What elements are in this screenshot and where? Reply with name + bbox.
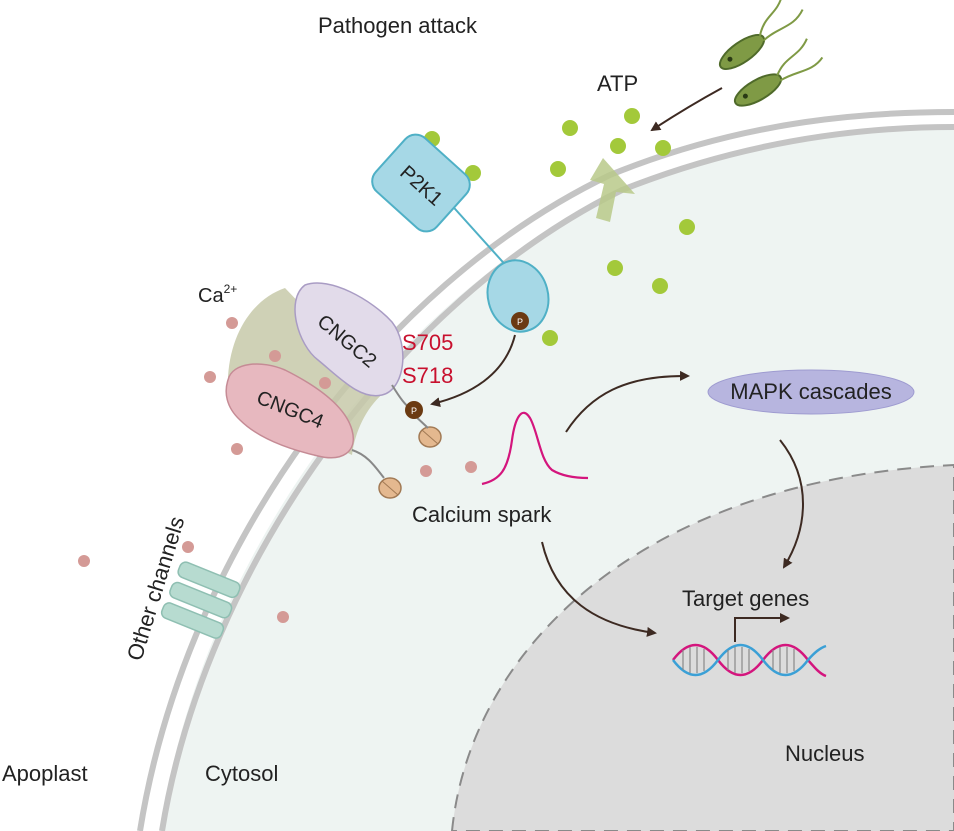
atp-dot	[550, 161, 566, 177]
cngc2-subunit	[294, 282, 404, 397]
mapk-cascades-label: MAPK cascades	[730, 379, 891, 404]
target-genes-label: Target genes	[682, 586, 809, 611]
cngc-channel-complex: P	[225, 282, 442, 499]
calcium-spark-label: Calcium spark	[412, 502, 552, 527]
calcium-dot	[319, 377, 331, 389]
cngc2-phospho-site	[405, 401, 423, 419]
atp-dot	[562, 120, 578, 136]
calcium-dot	[204, 371, 216, 383]
pathogen-attack-label: Pathogen attack	[318, 13, 478, 38]
phosphorylation-arrow	[430, 334, 516, 408]
other-channel-icon	[160, 561, 241, 639]
calcium-ion-label: Ca2+	[198, 282, 237, 307]
pathogen-to-atp-arrow	[650, 87, 723, 132]
spark-to-mapk-arrow	[565, 370, 690, 433]
calcium-dot	[231, 443, 243, 455]
cngc4-subunit	[225, 363, 354, 459]
calcium-dot	[269, 350, 281, 362]
apoplast-label: Apoplast	[2, 761, 88, 786]
s718-label: S718	[402, 363, 453, 388]
calcium-dot	[465, 461, 477, 473]
atp-dot	[652, 278, 668, 294]
p2k1-phospho-label: P	[517, 317, 523, 327]
calcium-spark-curve	[481, 411, 589, 486]
atp-molecules	[424, 108, 695, 346]
cngc2-phospho-label: P	[411, 406, 417, 416]
calcium-dot	[277, 611, 289, 623]
atp-dot	[465, 165, 481, 181]
calcium-ions	[78, 317, 477, 623]
s705-label: S705	[402, 330, 453, 355]
calcium-dot	[78, 555, 90, 567]
atp-dot	[679, 219, 695, 235]
nucleus-label: Nucleus	[785, 741, 864, 766]
calcium-dot	[182, 541, 194, 553]
atp-label: ATP	[597, 71, 638, 96]
transcription-arrow	[734, 613, 790, 642]
pathogen-2	[733, 38, 824, 107]
atp-dot	[542, 330, 558, 346]
dna-helix-icon	[672, 643, 827, 678]
p2k1-receptor: P	[371, 133, 550, 333]
mapk-to-genes-arrow	[779, 439, 804, 569]
pathogen-1	[718, 0, 804, 71]
calcium-dot	[420, 465, 432, 477]
spark-to-genes-arrow	[541, 541, 657, 637]
atp-release-arrow	[590, 158, 635, 222]
atp-dot	[607, 260, 623, 276]
atp-dot	[610, 138, 626, 154]
calcium-dot	[226, 317, 238, 329]
mapk-cascades-node	[707, 369, 915, 415]
cytosol-label: Cytosol	[205, 761, 278, 786]
atp-dot	[655, 140, 671, 156]
atp-dot	[624, 108, 640, 124]
